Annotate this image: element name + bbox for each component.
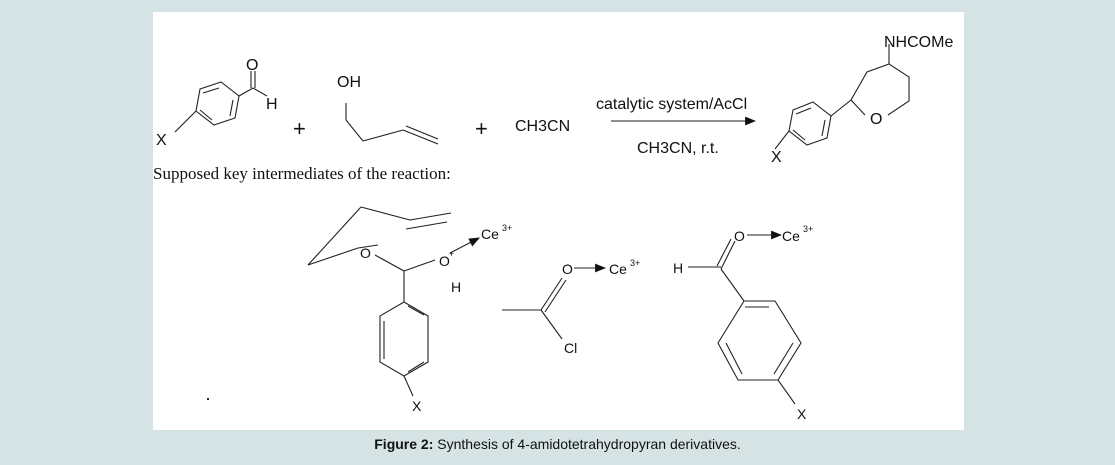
int1-plus-charge: + xyxy=(449,249,454,259)
intermediates-heading: Supposed key intermediates of the reacti… xyxy=(153,164,451,183)
intermediate-aldehyde xyxy=(688,230,802,405)
product-x: X xyxy=(771,149,782,166)
figure-caption: Figure 2: Synthesis of 4-amidotetrahydro… xyxy=(0,436,1115,452)
stray-dot xyxy=(207,398,209,400)
product-ring-o: O xyxy=(870,111,882,128)
int3-x: X xyxy=(797,406,807,422)
reaction-scheme: O H X + OH + CH3CN catalytic system/AcCl… xyxy=(153,34,953,422)
product-tetrahydropyran xyxy=(774,44,910,150)
int3-ce: Ce xyxy=(782,228,800,244)
int1-x: X xyxy=(412,398,422,414)
int2-ce-charge: 3+ xyxy=(630,258,640,268)
condition-top: catalytic system/AcCl xyxy=(596,96,747,113)
reactant1-h: H xyxy=(266,96,278,113)
int1-ring-o: O xyxy=(360,245,371,261)
reactant2-oh: OH xyxy=(337,74,361,91)
intermediate-acyl-chloride xyxy=(502,263,607,340)
reactant-benzaldehyde xyxy=(174,71,268,133)
int1-oplus: O xyxy=(439,253,450,269)
reactant3-acetonitrile: CH3CN xyxy=(515,118,570,135)
product-substituent: NHCOMe xyxy=(884,34,953,51)
int2-ce: Ce xyxy=(609,261,627,277)
plus-sign-1: + xyxy=(293,116,306,141)
caption-label: Figure 2: xyxy=(374,436,434,452)
int1-ce: Ce xyxy=(481,226,499,242)
figure-panel: O H X + OH + CH3CN catalytic system/AcCl… xyxy=(153,12,964,430)
int2-o: O xyxy=(562,261,573,277)
int3-o: O xyxy=(734,228,745,244)
int2-cl: Cl xyxy=(564,340,577,356)
condition-bottom: CH3CN, r.t. xyxy=(637,140,719,157)
intermediate-oxocarbenium xyxy=(307,206,480,397)
caption-text: Synthesis of 4-amidotetrahydropyran deri… xyxy=(433,436,741,452)
reactant1-x: X xyxy=(156,132,167,149)
int1-h: H xyxy=(451,279,461,295)
int1-ce-charge: 3+ xyxy=(502,223,512,233)
int3-h: H xyxy=(673,260,683,276)
reactant-homoallyl-alcohol xyxy=(345,103,439,145)
int3-ce-charge: 3+ xyxy=(803,224,813,234)
plus-sign-2: + xyxy=(475,116,488,141)
reactant1-carbonyl-o: O xyxy=(246,57,258,74)
